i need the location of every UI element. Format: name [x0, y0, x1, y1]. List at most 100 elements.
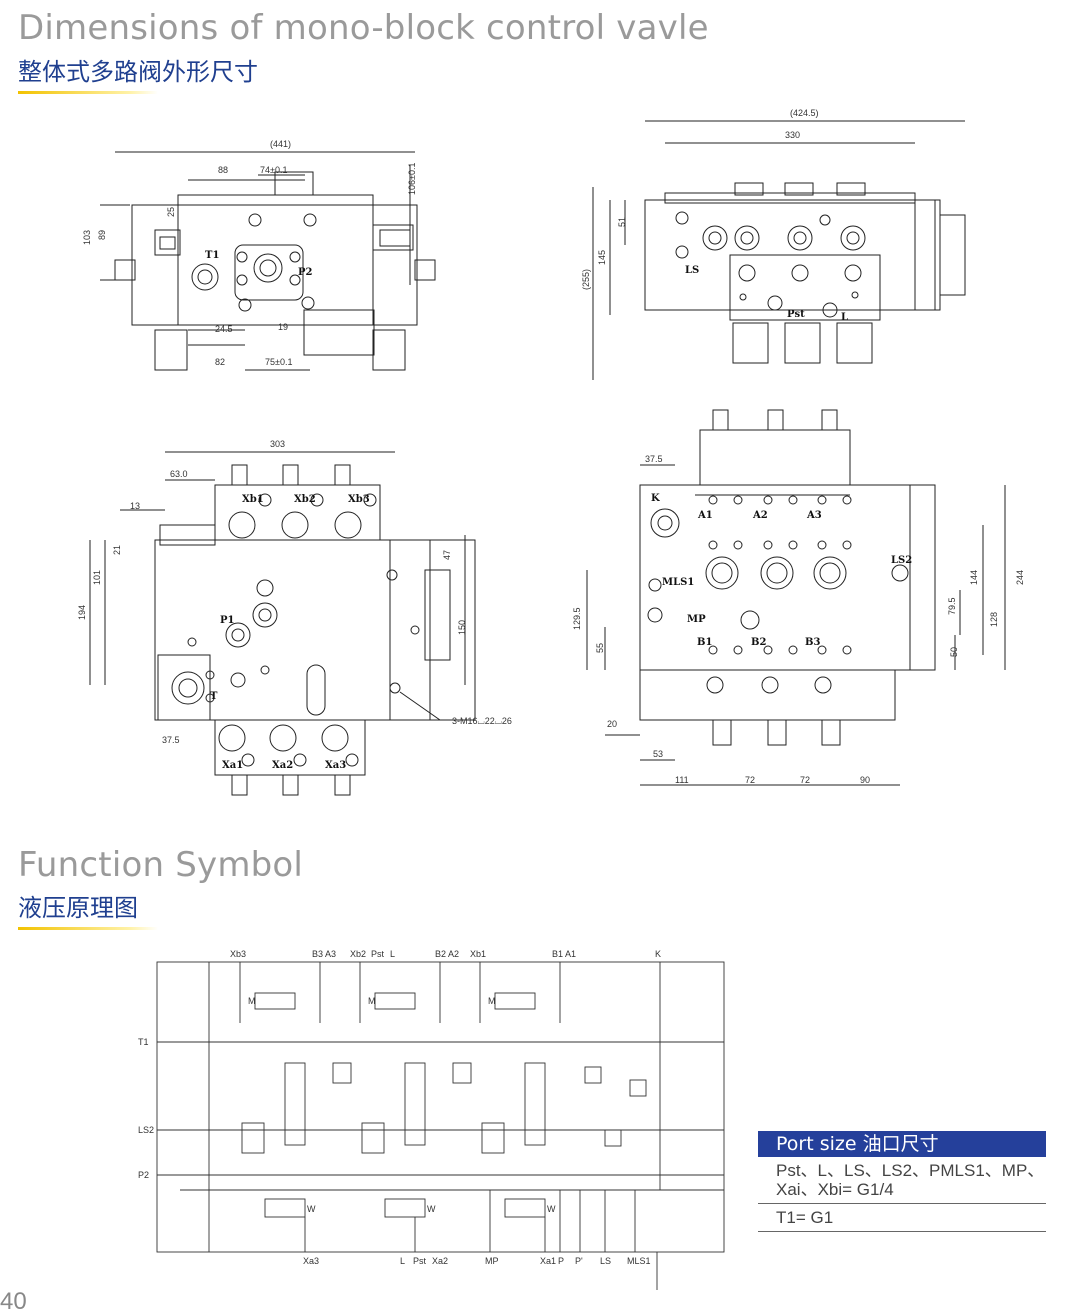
- svg-text:82: 82: [215, 357, 225, 367]
- port-label: MP: [687, 614, 706, 625]
- svg-text:M: M: [368, 996, 376, 1006]
- title-underline-2: [18, 927, 158, 930]
- hydraulic-schematic: Xb3 B3 A3 Xb2 Pst L B2 A2 Xb1 B1 A1 K T1…: [138, 949, 725, 1290]
- port-label: Xa3: [325, 760, 346, 771]
- svg-text:101: 101: [92, 570, 102, 585]
- port-label: Xa1: [222, 760, 243, 771]
- svg-text:75±0.1: 75±0.1: [265, 357, 292, 367]
- port-size-table: Port size 油口尺寸 Pst、L、LS、LS2、PMLS1、MP、Xai…: [758, 1131, 1046, 1232]
- svg-text:W: W: [307, 1204, 316, 1214]
- svg-text:P2: P2: [138, 1170, 149, 1180]
- section-title-en-2: Function Symbol: [18, 845, 304, 885]
- svg-text:Xa1: Xa1: [540, 1256, 556, 1266]
- svg-text:Pst: Pst: [371, 949, 385, 959]
- svg-text:W: W: [547, 1204, 556, 1214]
- svg-text:L: L: [400, 1256, 405, 1266]
- svg-text:Xb2: Xb2: [350, 949, 366, 959]
- port-label: B2: [751, 637, 766, 648]
- svg-text:128: 128: [989, 612, 999, 627]
- svg-text:150: 150: [457, 620, 467, 635]
- svg-text:(255): (255): [581, 269, 591, 290]
- port-label: Xb1: [242, 494, 264, 505]
- svg-text:B1 A1: B1 A1: [552, 949, 576, 959]
- svg-text:MP: MP: [485, 1256, 499, 1266]
- svg-text:72: 72: [745, 775, 755, 785]
- svg-text:129.5: 129.5: [572, 607, 582, 630]
- svg-text:194: 194: [77, 605, 87, 620]
- svg-text:330: 330: [785, 130, 800, 140]
- port-label: Xb2: [294, 494, 316, 505]
- port-label: Pst: [787, 309, 805, 320]
- svg-text:53: 53: [653, 749, 663, 759]
- svg-text:72: 72: [800, 775, 810, 785]
- section-title-cn-2: 液压原理图: [18, 894, 138, 922]
- svg-text:90: 90: [860, 775, 870, 785]
- svg-text:144: 144: [969, 570, 979, 585]
- section-title-en: Dimensions of mono-block control vavle: [18, 8, 709, 48]
- port-label: MLS1: [662, 577, 694, 588]
- svg-text:79.5: 79.5: [947, 597, 957, 615]
- svg-text:51: 51: [617, 217, 627, 227]
- svg-text:24.5: 24.5: [215, 324, 233, 334]
- svg-text:111: 111: [675, 775, 689, 785]
- svg-text:37.5: 37.5: [645, 454, 663, 464]
- section-title-cn: 整体式多路阀外形尺寸: [18, 58, 258, 86]
- svg-text:K: K: [655, 949, 661, 959]
- svg-text:T1: T1: [138, 1037, 149, 1047]
- svg-text:25: 25: [166, 207, 176, 217]
- svg-text:(424.5): (424.5): [790, 108, 819, 118]
- port-label: A1: [697, 510, 713, 521]
- port-label: K: [651, 493, 660, 504]
- port-label: LS2: [891, 555, 912, 566]
- svg-text:P: P: [558, 1256, 564, 1266]
- port-label: L: [841, 312, 848, 323]
- svg-text:50: 50: [949, 647, 959, 657]
- svg-text:B3 A3: B3 A3: [312, 949, 336, 959]
- port-label: T: [210, 691, 218, 702]
- svg-text:55: 55: [595, 643, 605, 653]
- port-label: A3: [806, 510, 822, 521]
- svg-text:47: 47: [442, 550, 452, 560]
- port-label: P1: [220, 615, 234, 626]
- svg-text:M: M: [248, 996, 256, 1006]
- thread-note: 3-M16⌴22⌴26: [452, 716, 512, 726]
- port-label: B1: [697, 637, 712, 648]
- svg-text:LS2: LS2: [138, 1125, 154, 1135]
- port-label: LS: [685, 265, 699, 276]
- svg-text:Xb1: Xb1: [470, 949, 486, 959]
- svg-text:Pst: Pst: [413, 1256, 427, 1266]
- svg-text:63.0: 63.0: [170, 469, 188, 479]
- svg-text:74±0.1: 74±0.1: [260, 165, 287, 175]
- svg-text:145: 145: [597, 250, 607, 265]
- page-number: 40: [0, 1288, 27, 1315]
- svg-text:244: 244: [1015, 570, 1025, 585]
- port-size-row-2: T1= G1: [758, 1204, 1046, 1232]
- svg-text:37.5: 37.5: [162, 735, 180, 745]
- svg-text:MLS1: MLS1: [627, 1256, 651, 1266]
- svg-text:303: 303: [270, 439, 285, 449]
- port-size-header: Port size 油口尺寸: [758, 1131, 1046, 1157]
- svg-text:Xa2: Xa2: [432, 1256, 448, 1266]
- port-label: P2: [298, 267, 313, 278]
- title-underline: [18, 91, 158, 94]
- svg-text:20: 20: [607, 719, 617, 729]
- svg-text:LS: LS: [600, 1256, 611, 1266]
- drawing-view-3: 303 63.0 13 21 47 101 194 150 37.5 Xb1 X…: [77, 439, 512, 796]
- port-label: Xa2: [272, 760, 293, 771]
- port-size-row-1: Pst、L、LS、LS2、PMLS1、MP、Xai、Xbi= G1/4: [758, 1157, 1046, 1204]
- drawing-view-2: (424.5) 330 51 145 (255) LS Pst L: [581, 108, 966, 380]
- svg-text:13: 13: [130, 501, 140, 511]
- svg-text:(441): (441): [270, 139, 291, 149]
- svg-text:M: M: [488, 996, 496, 1006]
- svg-text:88: 88: [218, 165, 228, 175]
- svg-text:21: 21: [112, 545, 122, 555]
- drawing-view-1: (441) 88 74±0.1 106±0.1 25 103 89 24.5 1…: [82, 139, 436, 371]
- drawing-view-4: 37.5 144 244 79.5 128 50 129.5 55 20 53 …: [572, 409, 1025, 786]
- svg-text:P': P': [575, 1256, 583, 1266]
- port-label: A2: [752, 510, 768, 521]
- svg-text:L: L: [390, 949, 395, 959]
- port-label: T1: [205, 250, 219, 261]
- svg-text:89: 89: [97, 230, 107, 240]
- svg-text:103: 103: [82, 230, 92, 245]
- svg-text:W: W: [427, 1204, 436, 1214]
